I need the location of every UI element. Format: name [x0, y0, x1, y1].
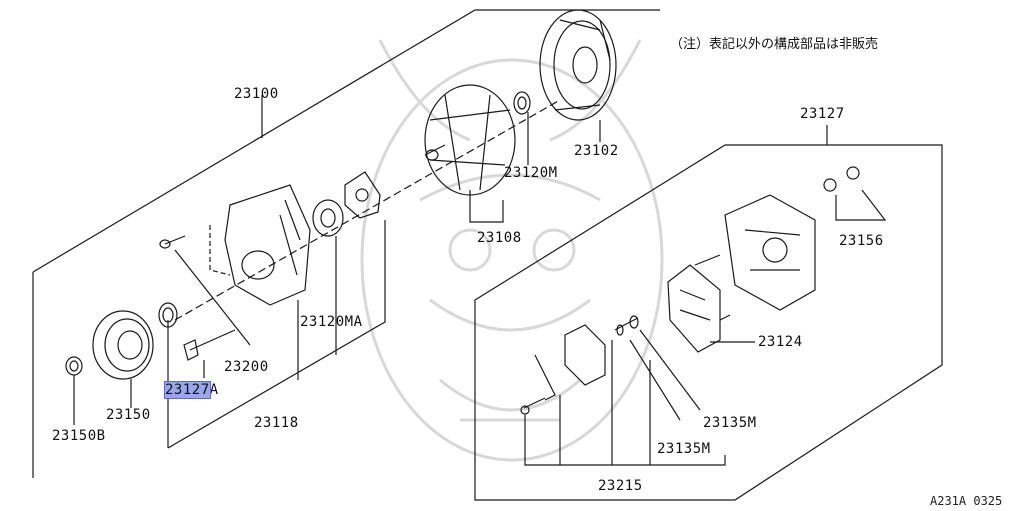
label-23127[interactable]: 23127 [800, 106, 845, 122]
note-text: （注）表記以外の構成部品は非販売 [670, 37, 879, 52]
part-23120MA-bearing[interactable] [312, 199, 344, 355]
label-23127A-suffix: A [209, 382, 219, 398]
assembly-axis [174, 99, 561, 321]
part-23150-pulley[interactable] [92, 310, 154, 408]
label-23127A[interactable]: 23127A [164, 381, 219, 399]
label-23100[interactable]: 23100 [234, 86, 279, 102]
label-23200[interactable]: 23200 [224, 359, 269, 375]
part-23150B-nut[interactable] [65, 356, 83, 425]
part-23215-regulator[interactable] [520, 324, 726, 466]
part-23200-bolt[interactable] [159, 235, 251, 346]
frame-23127 [474, 125, 943, 501]
label-23127A-highlight: 23127 [164, 381, 211, 399]
label-23120M[interactable]: 23120M [504, 165, 558, 181]
part-retainer-plate[interactable] [344, 171, 381, 219]
label-23102[interactable]: 23102 [574, 143, 619, 159]
label-23150B[interactable]: 23150B [52, 428, 106, 444]
label-23150[interactable]: 23150 [106, 407, 151, 423]
label-23156[interactable]: 23156 [839, 233, 884, 249]
part-23135M-springs[interactable] [614, 315, 701, 421]
part-23124-rectifier[interactable] [667, 264, 755, 353]
part-23118-front-housing[interactable] [209, 184, 311, 380]
label-23108[interactable]: 23108 [477, 230, 522, 246]
label-23215[interactable]: 23215 [598, 478, 643, 494]
label-23124[interactable]: 23124 [758, 334, 803, 350]
label-23120MA[interactable]: 23120MA [300, 314, 363, 330]
part-23108-rotor[interactable] [424, 84, 516, 223]
part-washer[interactable] [158, 302, 178, 328]
part-23102-fan[interactable] [539, 9, 617, 142]
label-23135M-2[interactable]: 23135M [657, 441, 711, 457]
label-23118[interactable]: 23118 [254, 415, 299, 431]
part-23120M-bearing[interactable] [513, 91, 531, 165]
watermark-emblem [360, 39, 664, 462]
part-23127A-bolt[interactable] [183, 329, 236, 378]
part-23156-nuts[interactable] [823, 166, 887, 221]
drawing-code: A231A 0325 [930, 494, 1003, 508]
part-23127-rear-cover[interactable] [694, 194, 816, 311]
label-23135M-1[interactable]: 23135M [703, 415, 757, 431]
